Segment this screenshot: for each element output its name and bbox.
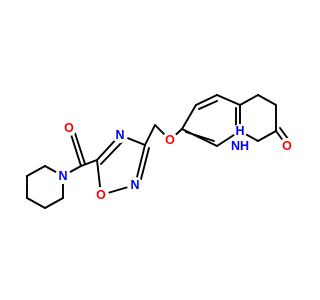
bond-pip-c1-c2 bbox=[26, 165, 46, 177]
bond-link-c3-ch2 bbox=[144, 124, 156, 146]
atom-label-h-lactam: H bbox=[235, 124, 244, 138]
atom-nh-lactam: H NH bbox=[231, 124, 249, 155]
atom-label-n-piperidine: N bbox=[58, 169, 67, 183]
atom-o-carbonyl-amide: O bbox=[61, 120, 77, 136]
atom-label-n-oxadiazole-top: N bbox=[115, 128, 124, 142]
atom-label-o-ether: O bbox=[165, 133, 175, 147]
bond-amide-c-ring bbox=[80, 159, 98, 167]
atom-label-nh-lactam: NH bbox=[231, 139, 249, 153]
bond-ar-6-dbl bbox=[185, 131, 215, 142]
bond-ar-1 bbox=[181, 104, 197, 130]
atom-label-o-carbonyl-amide: O bbox=[64, 121, 74, 135]
atom-n-oxadiazole-bottom: N bbox=[127, 177, 143, 193]
atom-label-layer: O N N O N O H NH O bbox=[55, 120, 295, 203]
bond-lac-4 bbox=[257, 130, 277, 142]
atom-n-oxadiazole-top: N bbox=[112, 127, 128, 143]
atom-label-o-lactam: O bbox=[282, 139, 292, 153]
bond-ar-3 bbox=[216, 94, 241, 106]
bond-ox-c3-n2-2 bbox=[139, 147, 150, 184]
bond-ar-2 bbox=[195, 94, 218, 106]
bond-lac-1 bbox=[239, 94, 259, 106]
molecule-structure: O N N O N O H NH O bbox=[26, 94, 295, 209]
bond-lac-2 bbox=[257, 94, 277, 106]
atom-o-lactam: O bbox=[279, 138, 295, 154]
atom-label-o-oxadiazole: O bbox=[96, 188, 106, 202]
atom-o-ether: O bbox=[162, 132, 178, 148]
bond-ar-2-dbl bbox=[198, 100, 218, 110]
bond-ox-c5-n4-2 bbox=[100, 139, 125, 165]
bond-pip-c4-c5 bbox=[44, 197, 64, 209]
bond-layer bbox=[26, 94, 292, 209]
atom-n-piperidine: N bbox=[55, 168, 71, 184]
atom-label-n-oxadiazole-bottom: N bbox=[130, 178, 139, 192]
atom-o-oxadiazole: O bbox=[93, 187, 109, 203]
bond-pip-c3-c4 bbox=[26, 197, 46, 209]
